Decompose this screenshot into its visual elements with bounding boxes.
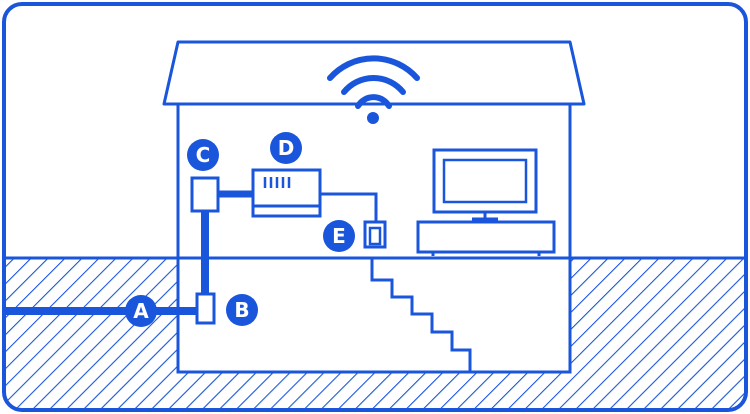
entry-box bbox=[195, 292, 216, 325]
wifi-dot bbox=[367, 112, 379, 124]
svg-text:B: B bbox=[234, 298, 249, 322]
modem-icon bbox=[190, 176, 220, 213]
router-icon bbox=[251, 168, 322, 218]
basement-stairs bbox=[370, 258, 472, 372]
label-b: B bbox=[226, 294, 258, 326]
wifi-icon bbox=[327, 55, 420, 109]
label-a: A bbox=[125, 295, 157, 327]
svg-text:A: A bbox=[133, 299, 149, 323]
label-d: D bbox=[270, 132, 302, 164]
svg-text:E: E bbox=[332, 224, 346, 248]
house-roof bbox=[162, 40, 586, 106]
router-power-cord bbox=[320, 192, 378, 222]
label-c: C bbox=[187, 139, 219, 171]
label-e: E bbox=[323, 220, 355, 252]
television-icon bbox=[432, 148, 538, 221]
svg-text:C: C bbox=[196, 143, 211, 167]
tv-cabinet bbox=[416, 220, 556, 256]
svg-text:D: D bbox=[278, 136, 295, 160]
wall-plug-icon bbox=[363, 220, 387, 249]
house-walls bbox=[176, 104, 572, 374]
